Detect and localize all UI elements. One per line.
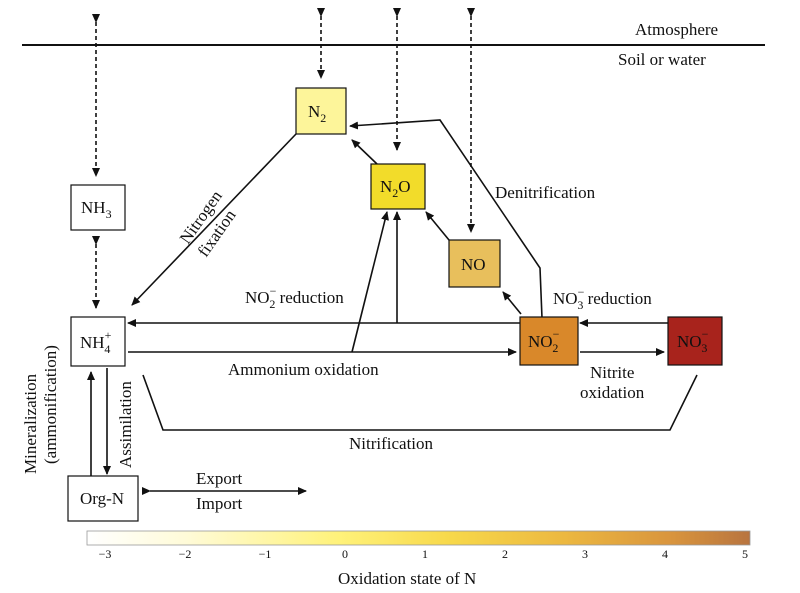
nitrite-label: Nitrite [590, 363, 634, 382]
denitrification-path-arrow [349, 119, 543, 319]
no-box [448, 239, 501, 288]
soil-water-label: Soil or water [618, 50, 706, 69]
nitrogen-fixation-arrow [131, 133, 297, 306]
atmosphere-label: Atmosphere [635, 20, 718, 39]
oxidation-tick-label: 2 [502, 547, 508, 561]
no3-label: NO−3 [677, 327, 709, 355]
ammonium-oxidation-to-n2o-arrow [351, 211, 389, 353]
oxidation-label: oxidation [580, 383, 645, 402]
nitrification-label: Nitrification [349, 434, 434, 453]
ammonium-oxidation-label: Ammonium oxidation [228, 360, 379, 379]
denitrification-label: Denitrification [495, 183, 596, 202]
n2o-box [370, 163, 426, 210]
nh3-label: NH3 [81, 198, 112, 221]
oxidation-tick-label: −3 [99, 547, 112, 561]
n2o-to-n2-arrow [351, 139, 378, 165]
no-to-n2o-arrow [425, 211, 450, 241]
oxidation-tick-label: 5 [742, 547, 748, 561]
orgn-label: Org-N [80, 489, 124, 508]
import-label: Import [196, 494, 243, 513]
oxidation-scale-title: Oxidation state of N [338, 569, 476, 588]
n2o-label: N2O [380, 177, 411, 200]
no3-box [667, 316, 723, 366]
oxidation-tick-label: −2 [179, 547, 192, 561]
no2-label: NO−2 [528, 327, 560, 355]
no3-reduction-label: NO−3 reduction [553, 285, 652, 312]
export-label: Export [196, 469, 243, 488]
nh4-label: NH+4 [80, 328, 112, 356]
no2-box [519, 316, 579, 366]
ammonification-label: (ammonification) [41, 345, 60, 464]
nh4-box [70, 316, 126, 367]
nitrification-bracket [142, 374, 698, 431]
oxidation-tick-label: 0 [342, 547, 348, 561]
oxidation-tick-label: 4 [662, 547, 668, 561]
oxidation-gradient-bar [86, 530, 751, 546]
oxidation-tick-labels: −3 −2 −1 0 1 2 3 4 5 [99, 547, 748, 561]
mineralization-label: Mineralization [21, 373, 40, 474]
oxidation-tick-label: 3 [582, 547, 588, 561]
oxidation-tick-label: −1 [259, 547, 272, 561]
no2-reduction-label: NO−2 reduction [245, 284, 344, 311]
no2-to-no-arrow [502, 291, 522, 315]
assimilation-label: Assimilation [116, 381, 135, 468]
nh3-box [70, 184, 126, 231]
n2-box [295, 87, 347, 135]
n2-label: N2 [308, 102, 326, 125]
orgn-box [67, 475, 139, 522]
oxidation-tick-label: 1 [422, 547, 428, 561]
no-label: NO [461, 255, 486, 274]
